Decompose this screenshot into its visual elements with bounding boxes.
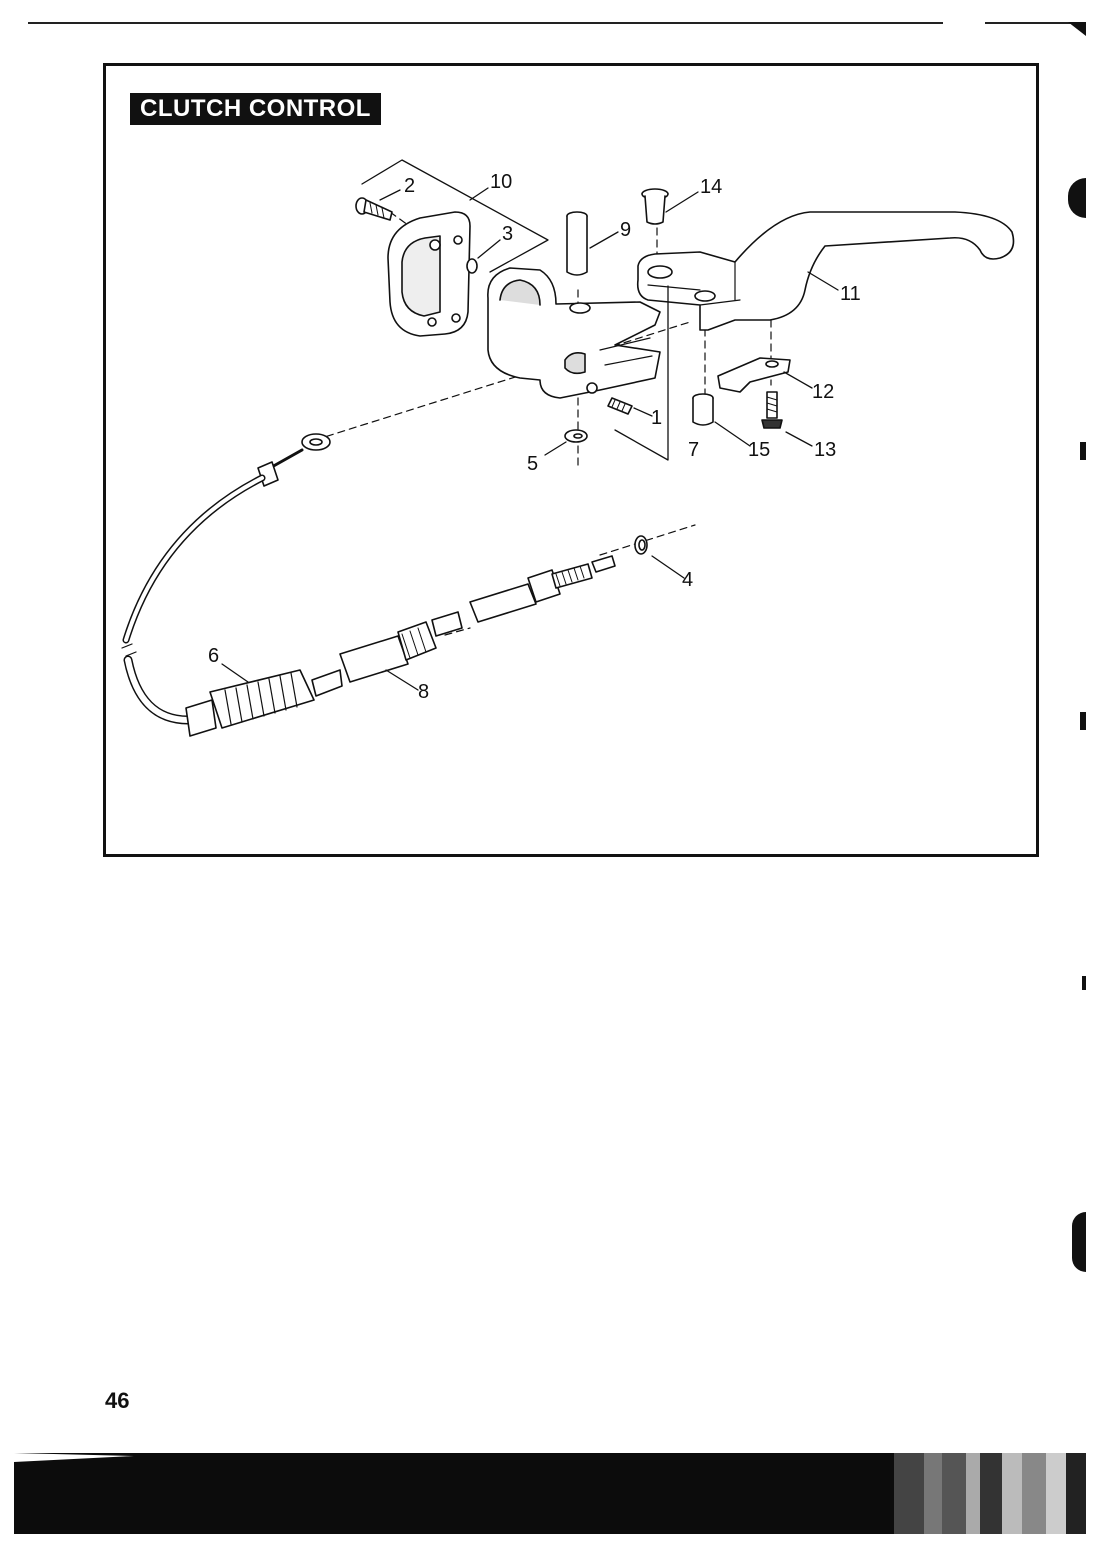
clip-part-12: [717, 357, 791, 393]
adjuster-screw-part-1: [607, 397, 633, 415]
pivot-pin-part-9: [566, 211, 588, 276]
retaining-ring-part-4: [634, 535, 648, 555]
clamp-bracket: [387, 211, 471, 337]
callout-10: 10: [490, 171, 512, 193]
callout-4: 4: [682, 569, 693, 591]
clutch-cable-part-6: [121, 433, 343, 737]
screw-part-2: [355, 197, 393, 221]
group-brackets: [361, 159, 669, 461]
washer-part-3: [466, 258, 478, 274]
bushing-part-14: [641, 188, 669, 225]
callout-15: 15: [748, 439, 770, 461]
scan-mark: [1072, 1212, 1086, 1272]
e-clip-part-5: [564, 429, 588, 443]
scan-mark: [1068, 178, 1086, 218]
diagram-title: CLUTCH CONTROL: [130, 93, 381, 125]
callout-7: 7: [688, 439, 699, 461]
callout-14: 14: [700, 176, 722, 198]
bushing-part-15: [692, 393, 714, 426]
scan-artifact-band: [14, 1448, 1086, 1534]
screw-part-13: [761, 391, 783, 429]
callout-2: 2: [404, 175, 415, 197]
scan-mark: [1080, 442, 1086, 460]
callout-leaders: [221, 187, 839, 691]
top-rule: [28, 22, 943, 24]
callout-11: 11: [840, 283, 861, 305]
clutch-lever-part-11: [636, 211, 1015, 331]
diagram-frame: [103, 63, 1039, 857]
callout-12: 12: [812, 381, 834, 403]
callout-8: 8: [418, 681, 429, 703]
callout-13: 13: [814, 439, 836, 461]
callout-6: 6: [208, 645, 219, 667]
callout-9: 9: [620, 219, 631, 241]
scan-mark: [1082, 976, 1086, 990]
callout-3: 3: [502, 223, 513, 245]
cable-adjuster-part-8: [339, 555, 616, 683]
top-rule-right: [985, 22, 1080, 24]
page-number: 46: [105, 1388, 130, 1413]
callout-1: 1: [651, 407, 662, 429]
callout-labels: 1 2 3 4 5 6 7 8 9 10 11 12 13 14 15: [208, 171, 861, 703]
lever-perch-body: [487, 267, 661, 399]
scan-mark: [1080, 712, 1086, 730]
callout-5: 5: [527, 453, 538, 475]
